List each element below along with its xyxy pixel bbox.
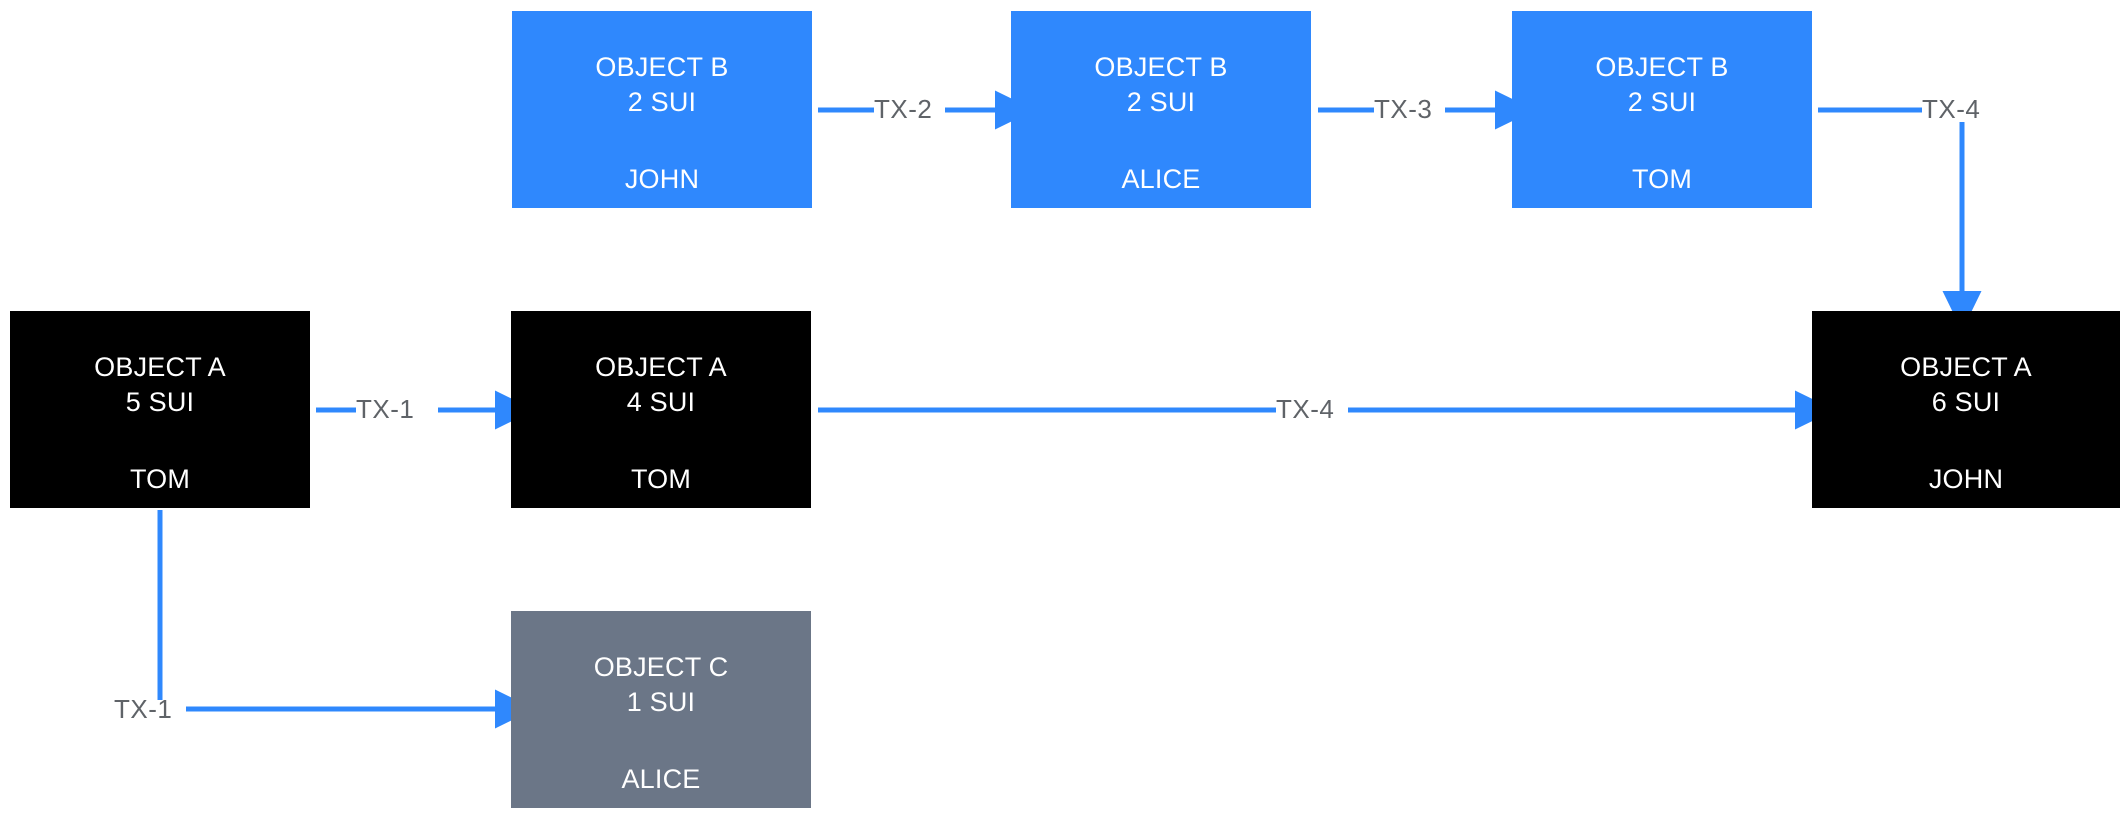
- node-title: OBJECT B: [595, 50, 728, 85]
- node-amount: 1 SUI: [626, 687, 696, 717]
- edge-label-tx3: TX-3: [1374, 94, 1433, 124]
- node-owner: TOM: [630, 464, 692, 494]
- node-title: OBJECT A: [1900, 350, 2032, 385]
- edge-label-tx2: TX-2: [874, 94, 933, 124]
- node-amount: 2 SUI: [627, 87, 697, 117]
- node-object-label: OBJECT A: [94, 352, 226, 382]
- node-amount: 5 SUI: [125, 387, 195, 417]
- node-owner: JOHN: [1928, 464, 2004, 494]
- node-amount: 2 SUI: [1126, 87, 1196, 117]
- edge-label-tx4-a4-to-a6: TX-4: [1276, 394, 1335, 424]
- node-owner: ALICE: [621, 764, 701, 794]
- node-amount: 4 SUI: [626, 387, 696, 417]
- node-object-b-2sui-john[interactable]: OBJECT B 2 SUI JOHN: [512, 11, 812, 208]
- node-object-label: OBJECT B: [1595, 52, 1729, 82]
- node-object-a-6sui-john[interactable]: OBJECT A 6 SUI JOHN: [1812, 311, 2120, 508]
- node-object-label: OBJECT A: [1900, 352, 2032, 382]
- node-title: OBJECT B: [1094, 50, 1227, 85]
- node-owner: ALICE: [1121, 164, 1201, 194]
- node-object-c-1sui-alice[interactable]: OBJECT C 1 SUI ALICE: [511, 611, 811, 808]
- node-title: OBJECT C: [594, 650, 729, 685]
- node-object-a-4sui-tom[interactable]: OBJECT A 4 SUI TOM: [511, 311, 811, 508]
- node-object-b-2sui-tom[interactable]: OBJECT B 2 SUI TOM: [1512, 11, 1812, 208]
- edge-label-tx1-a5-to-a4: TX-1: [356, 394, 415, 424]
- edge-label-tx4-b-tom-to-a6: TX-4: [1922, 94, 1981, 124]
- node-owner: TOM: [129, 464, 191, 494]
- node-amount: 6 SUI: [1931, 387, 2001, 417]
- node-owner: TOM: [1631, 164, 1693, 194]
- node-owner: JOHN: [624, 164, 700, 194]
- node-object-a-5sui-tom[interactable]: OBJECT A 5 SUI TOM: [10, 311, 310, 508]
- node-object-label: OBJECT C: [593, 652, 729, 682]
- node-amount: 2 SUI: [1627, 87, 1697, 117]
- node-title: OBJECT B: [1595, 50, 1728, 85]
- node-object-label: OBJECT B: [595, 52, 729, 82]
- node-object-b-2sui-alice[interactable]: OBJECT B 2 SUI ALICE: [1011, 11, 1311, 208]
- node-title: OBJECT A: [94, 350, 226, 385]
- edge-label-tx1-a5-to-c1: TX-1: [114, 694, 173, 724]
- node-object-label: OBJECT A: [595, 352, 727, 382]
- node-title: OBJECT A: [595, 350, 727, 385]
- node-object-label: OBJECT B: [1094, 52, 1228, 82]
